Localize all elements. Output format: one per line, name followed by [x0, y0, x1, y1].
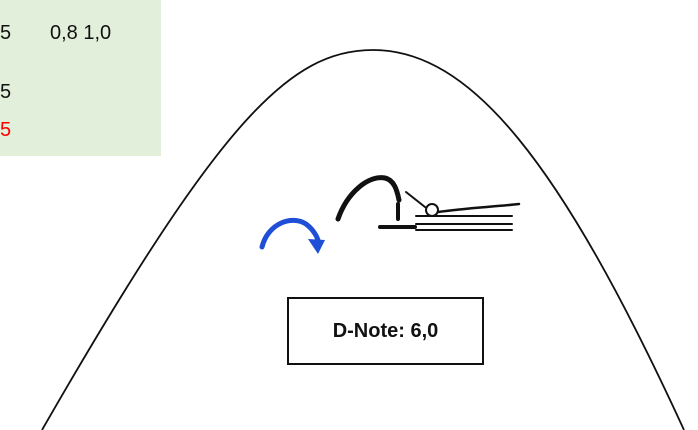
score-values-extra: 0,8 1,0 — [50, 22, 112, 44]
score-panel: 5 0,8 1,0 5 5 — [0, 0, 161, 156]
d-note-label: D-Note: 6,0 — [332, 319, 439, 342]
curved-arrow-icon — [259, 218, 325, 254]
flight-parabola — [41, 49, 685, 430]
skill-element-icon — [335, 175, 521, 231]
d-note-box: D-Note: 6,0 — [287, 297, 484, 365]
score-value-highlight: 5 — [0, 119, 12, 141]
score-value: 5 — [0, 81, 12, 103]
score-value: 5 — [0, 22, 12, 44]
